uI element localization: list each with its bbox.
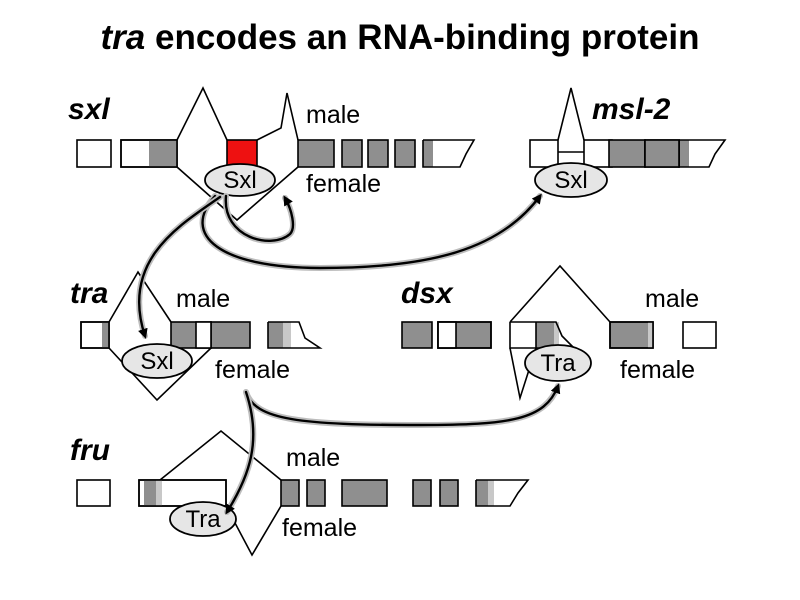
fru-male-splice (159, 429, 282, 481)
sxl-gene: sxl male female Sxl (68, 86, 476, 222)
msl2-exon-2 (583, 139, 613, 168)
tra-female-label: female (215, 356, 290, 384)
sxl-gene-name: sxl (68, 93, 110, 126)
msl2-splice-above (557, 87, 585, 141)
dsx-male-splice (509, 264, 611, 323)
msl2-gene: msl-2 Sxl (529, 87, 727, 198)
arrow-sxl-to-tra (136, 194, 223, 339)
title-gene-name: tra (100, 18, 146, 57)
fru-female-label: female (282, 514, 357, 542)
tra-exon-3-white (195, 321, 212, 349)
sxl-protein-on-sxl: Sxl (204, 163, 276, 197)
dsx-exon-1 (401, 321, 433, 349)
sxl-male-splice-2 (256, 92, 299, 141)
tra-gene: tra male female Sxl (70, 270, 323, 402)
tra-protein-on-dsx: Tra (524, 344, 592, 382)
tra-exon-3 (210, 321, 251, 349)
sxl-female-label: female (306, 170, 381, 198)
sxl-exon-6 (367, 139, 389, 168)
fru-gene: fru male female T (70, 429, 530, 557)
fru-exon-7 (439, 479, 459, 507)
fru-exon-3 (280, 479, 300, 507)
tra-exon-1 (80, 321, 110, 349)
dsx-female-exon (509, 321, 576, 349)
dsx-male-label: male (645, 285, 699, 313)
fru-exon-4 (306, 479, 326, 507)
arrow-sxl-autoregulation (222, 193, 296, 244)
fru-exon-6 (412, 479, 432, 507)
tra-protein-label: Sxl (140, 348, 173, 375)
fru-exon-last (475, 479, 530, 507)
sxl-protein-label: Sxl (223, 167, 256, 194)
fru-gene-name: fru (70, 434, 110, 467)
tra-exon-last (267, 321, 323, 349)
dsx-exon-2 (437, 321, 492, 349)
sxl-protein-on-tra: Sxl (121, 343, 193, 379)
fru-protein-label: Tra (185, 506, 221, 533)
tra-male-label: male (176, 285, 230, 313)
arrow-sxl-to-msl2 (199, 193, 543, 272)
tra-gene-name: tra (70, 277, 108, 310)
sxl-male-label: male (306, 101, 360, 129)
tra-protein-on-fru: Tra (169, 501, 237, 537)
sxl-exon-7 (394, 139, 416, 168)
msl2-exon-last (678, 139, 727, 168)
sxl-female-splice (176, 166, 299, 222)
sxl-male-splice-1 (176, 86, 228, 141)
fru-exon-5 (341, 479, 388, 507)
tra-male-splice (108, 270, 172, 323)
dsx-male-exon (609, 321, 654, 349)
msl2-protein-label: Sxl (554, 167, 587, 194)
dsx-protein-label: Tra (540, 350, 576, 377)
sxl-protein-on-msl2: Sxl (534, 162, 608, 198)
dsx-exon-last (682, 321, 717, 349)
msl2-exon-1 (529, 139, 559, 168)
msl2-exon-3 (608, 139, 646, 168)
arrow-tra-to-dsx (243, 383, 561, 429)
title-text: encodes an RNA-binding protein (155, 18, 700, 57)
sxl-exon-last (422, 139, 476, 168)
fru-exon-1 (76, 479, 111, 507)
dsx-female-label: female (620, 356, 695, 384)
sxl-exon-4 (297, 139, 335, 168)
arrow-tra-to-fru (224, 389, 257, 515)
msl2-gene-name: msl-2 (592, 93, 671, 126)
slide-title: tra encodes an RNA-binding protein (0, 18, 800, 58)
dsx-gene-name: dsx (401, 277, 454, 310)
fru-male-label: male (286, 444, 340, 472)
sxl-male-exon (226, 139, 258, 168)
sxl-exon-1 (76, 139, 112, 168)
sxl-exon-5 (341, 139, 363, 168)
dsx-gene: dsx male female (401, 264, 717, 402)
